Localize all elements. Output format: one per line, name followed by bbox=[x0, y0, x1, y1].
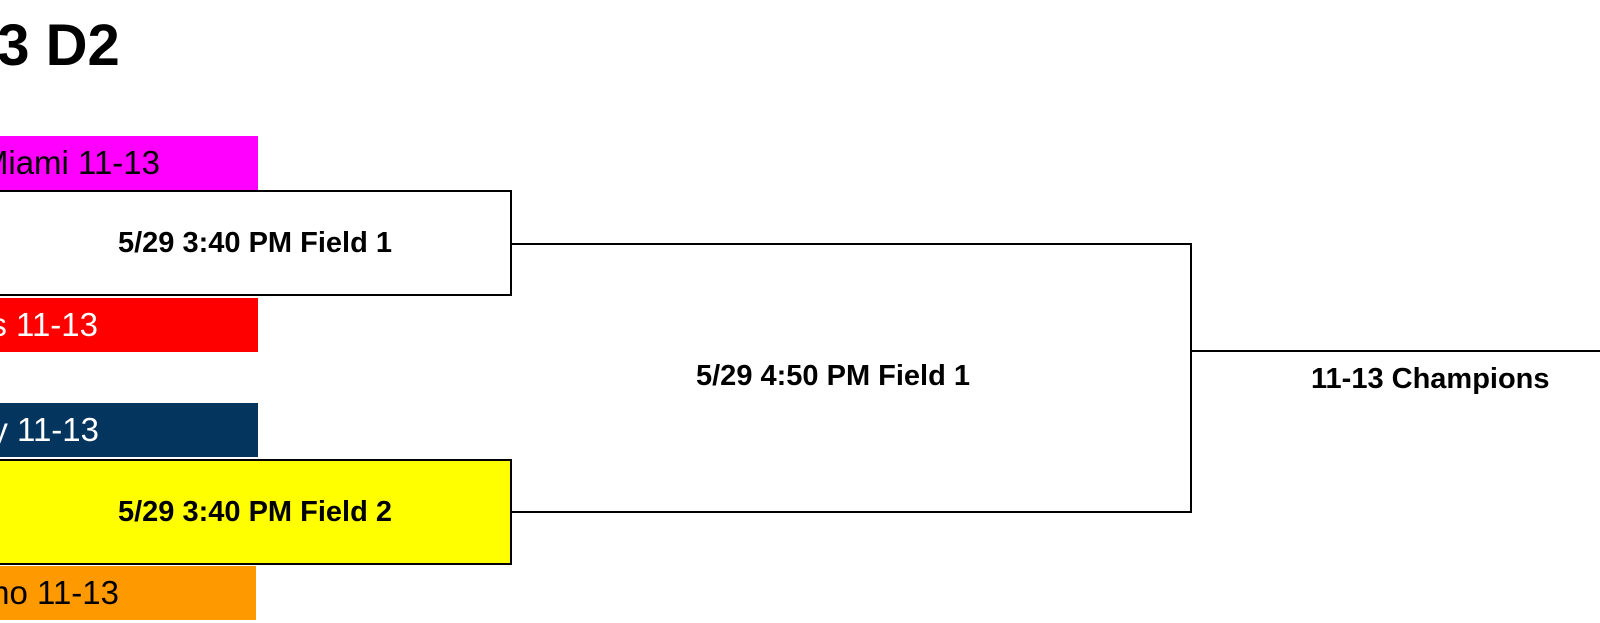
team-label: no 11-13 bbox=[0, 574, 119, 611]
team-slot-2: s 11-13 bbox=[0, 298, 258, 352]
connector-line-2 bbox=[512, 511, 1192, 513]
team-label: y 11-13 bbox=[0, 411, 99, 448]
team-slot-4: no 11-13 bbox=[0, 566, 256, 620]
team-slot-3: y 11-13 bbox=[0, 403, 258, 457]
champions-label: 11-13 Champions bbox=[1311, 363, 1550, 395]
team-label: s 11-13 bbox=[0, 306, 98, 343]
connector-line-vertical bbox=[1190, 243, 1192, 513]
connector-line-1 bbox=[512, 243, 1192, 245]
game-box-1: 5/29 3:40 PM Field 1 bbox=[0, 190, 512, 296]
team-slot-1: Miami 11-13 bbox=[0, 136, 258, 190]
connector-line-final bbox=[1190, 350, 1600, 352]
game-box-2: 5/29 3:40 PM Field 2 bbox=[0, 459, 512, 565]
team-label: Miami 11-13 bbox=[0, 144, 160, 181]
semifinal-game-label: 5/29 4:50 PM Field 1 bbox=[696, 360, 971, 392]
bracket-title: 13 D2 bbox=[0, 13, 120, 78]
